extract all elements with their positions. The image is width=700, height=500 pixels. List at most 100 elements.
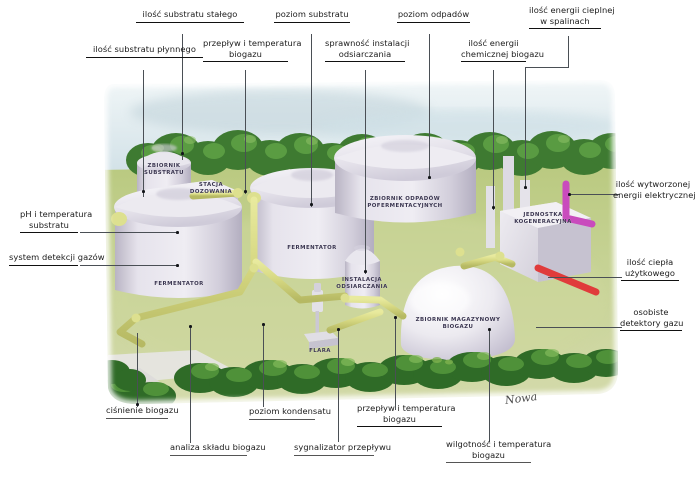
plant-label-line: ODSIARCZANIA [336, 284, 388, 291]
plant-label-line: POFERMENTACYJNYCH [367, 203, 443, 210]
callout-line: w spalinach [540, 15, 590, 26]
callout-line: osobiste [633, 307, 669, 317]
callout-poziom-kondensatu[interactable]: poziom kondensatu [249, 406, 332, 420]
plant-label-line: ZBIORNIK [147, 163, 181, 169]
callout-ilosc-ciepla-uzytkowego[interactable]: ilość ciepła użytkowego [621, 257, 679, 282]
callout-line: ilość ciepła [626, 257, 674, 267]
leader-ph-i-temperatura [80, 232, 178, 233]
callout-line: detektory gazu [620, 317, 684, 328]
plant-label-line: FERMENTATOR [287, 245, 337, 251]
plant-label-line: BIOGAZU [442, 324, 474, 331]
callout-line: system detekcji gazów [9, 252, 105, 262]
leader-wilgotnosc-temp [489, 330, 490, 442]
endpoint-dot [244, 190, 247, 193]
leader-detektory-gazu [536, 327, 622, 328]
endpoint-dot [136, 403, 139, 406]
callout-ilosc-substratu-plynnego[interactable]: ilość substratu płynnego [86, 44, 203, 58]
callout-line: ilość substratu płynnego [93, 44, 196, 54]
illustration-edge-feather [100, 76, 622, 408]
endpoint-dot [142, 190, 145, 193]
leader-cieplo-uzytkowe [548, 277, 622, 278]
callout-analiza-skladu-biogazu[interactable]: analiza składu biogazu [170, 442, 266, 456]
callout-ph-i-temperatura-substratu[interactable]: pH i temperatura substratu [20, 209, 93, 234]
callout-line: przepływ i temperatura [357, 403, 456, 413]
callout-line: poziom kondensatu [249, 406, 332, 416]
biogas-storage-dome [400, 265, 516, 360]
electricity-pipe [562, 180, 596, 228]
endpoint-dot [568, 193, 571, 196]
callout-line: poziom substratu [275, 9, 349, 19]
callout-line: sprawność instalacji [325, 38, 410, 48]
plant-label-instalacja-odsiarczania: INSTALACJA ODSIARCZANIA [333, 277, 391, 292]
plant-label-jednostka-kogeneracyjna: JEDNOSTKA KOGENERACYJNA [506, 212, 580, 227]
callout-line: ilość wytworzonej [615, 179, 691, 189]
plant-label-line: ZBIORNIK ODPADÓW [369, 196, 441, 202]
leader-analiza-skladu [190, 327, 191, 443]
callout-line: wilgotność i temperatura [446, 439, 552, 449]
callout-line: sygnalizator przepływu [294, 442, 392, 452]
endpoint-dot [524, 186, 527, 189]
callout-osobiste-detektory-gazu[interactable]: osobiste detektory gazu [620, 307, 684, 332]
endpoint-dot [364, 270, 367, 273]
leader-ilosc-substratu-stalego [182, 34, 183, 160]
callout-line: ciśnienie biogazu [106, 405, 179, 415]
plant-label-line: FLARA [309, 348, 331, 354]
callout-poziom-substratu[interactable]: poziom substratu [274, 9, 350, 23]
callout-line: poziom odpadów [397, 9, 470, 19]
endpoint-dot [262, 323, 265, 326]
leader-ilosc-energii-chemicznej [493, 70, 494, 210]
endpoint-dot [428, 176, 431, 179]
callout-wilgotnosc-i-temperatura-biogazu[interactable]: wilgotność i temperatura biogazu [446, 439, 552, 464]
endpoint-dot [176, 231, 179, 234]
leader-przeplyw-temp-dol [395, 318, 396, 410]
plant-label-fermentator-2: FERMENTATOR [281, 245, 343, 252]
biogas-pipe-network [115, 178, 516, 348]
plant-label-line: KOGENERACYJNA [514, 219, 572, 226]
hedge-left-clump [104, 360, 146, 391]
callout-line: odsiarczania [338, 48, 392, 59]
plant-label-line: JEDNOSTKA [523, 212, 563, 218]
endpoint-dot [394, 316, 397, 319]
callout-sprawnosc-instalacji-odsiarczania[interactable]: sprawność instalacji odsiarczania [325, 38, 410, 63]
plant-label-zbiornik-substratu: ZBIORNIK SUBSTRATU [134, 163, 194, 178]
leader-poziom-odpadow [429, 34, 430, 179]
leader-energia-elektryczna [571, 194, 619, 195]
endpoint-dot [181, 152, 184, 155]
plant-label-line: SUBSTRATU [144, 170, 184, 177]
callout-line: ilość substratu stałego [142, 9, 238, 19]
callout-cisnienie-biogazu[interactable]: ciśnienie biogazu [106, 405, 179, 419]
callout-ilosc-energii-chemicznej-biogazu[interactable]: ilość energii chemicznej biogazu [461, 38, 544, 63]
leader-energia-cieplna-v2 [525, 67, 526, 189]
callout-line: użytkowego [624, 267, 676, 278]
callout-sygnalizator-przeplywu[interactable]: sygnalizator przepływu [294, 442, 392, 456]
callout-ilosc-energii-cieplnej-w-spalinach[interactable]: ilość energii cieplnej w spalinach [529, 5, 615, 30]
leader-ilosc-substratu-plynnego [143, 70, 144, 197]
callout-line: biogazu [472, 449, 505, 460]
plant-label-line: ZBIORNIK MAGAZYNOWY [415, 317, 501, 323]
endpoint-dot [337, 328, 340, 331]
leader-energia-cieplna-h [525, 67, 569, 68]
plant-label-flara: FLARA [300, 348, 340, 355]
plant-label-zbiornik-magazynowy-biogazu: ZBIORNIK MAGAZYNOWY BIOGAZU [405, 317, 511, 332]
callout-ilosc-wytworzonej-energii-elektrycznej[interactable]: ilość wytworzonej energii elektrycznej [613, 179, 696, 202]
plant-label-fermentator-1: FERMENTATOR [148, 281, 210, 288]
callout-line: biogazu [229, 48, 262, 59]
callout-ilosc-substratu-stalego[interactable]: ilość substratu stałego [136, 9, 244, 23]
grass-tufts [432, 357, 453, 365]
callout-przeplyw-i-temperatura-biogazu-dol[interactable]: przepływ i temperatura biogazu [357, 403, 456, 428]
plant-label-zbiornik-odpadow-pofermentacyjnych: ZBIORNIK ODPADÓW POFERMENTACYJNYCH [355, 196, 455, 211]
callout-line: pH i temperatura [20, 209, 93, 219]
leader-sprawnosc-odsiarczania [365, 70, 366, 274]
callout-line: biogazu [383, 413, 416, 424]
plant-label-line: DOZOWANIA [189, 189, 233, 196]
leader-energia-cieplna-v1 [568, 36, 569, 68]
heat-pipe [534, 264, 600, 296]
plant-label-line: STACJA [198, 182, 224, 188]
callout-line: przepływ i temperatura [203, 38, 302, 48]
callout-przeplyw-i-temperatura-biogazu-gora[interactable]: przepływ i temperatura biogazu [203, 38, 302, 63]
callout-poziom-odpadow[interactable]: poziom odpadów [397, 9, 470, 23]
callout-system-detekcji-gazow[interactable]: system detekcji gazów [9, 252, 105, 266]
leader-poziom-substratu [311, 34, 312, 207]
plant-label-line: FERMENTATOR [154, 281, 204, 287]
